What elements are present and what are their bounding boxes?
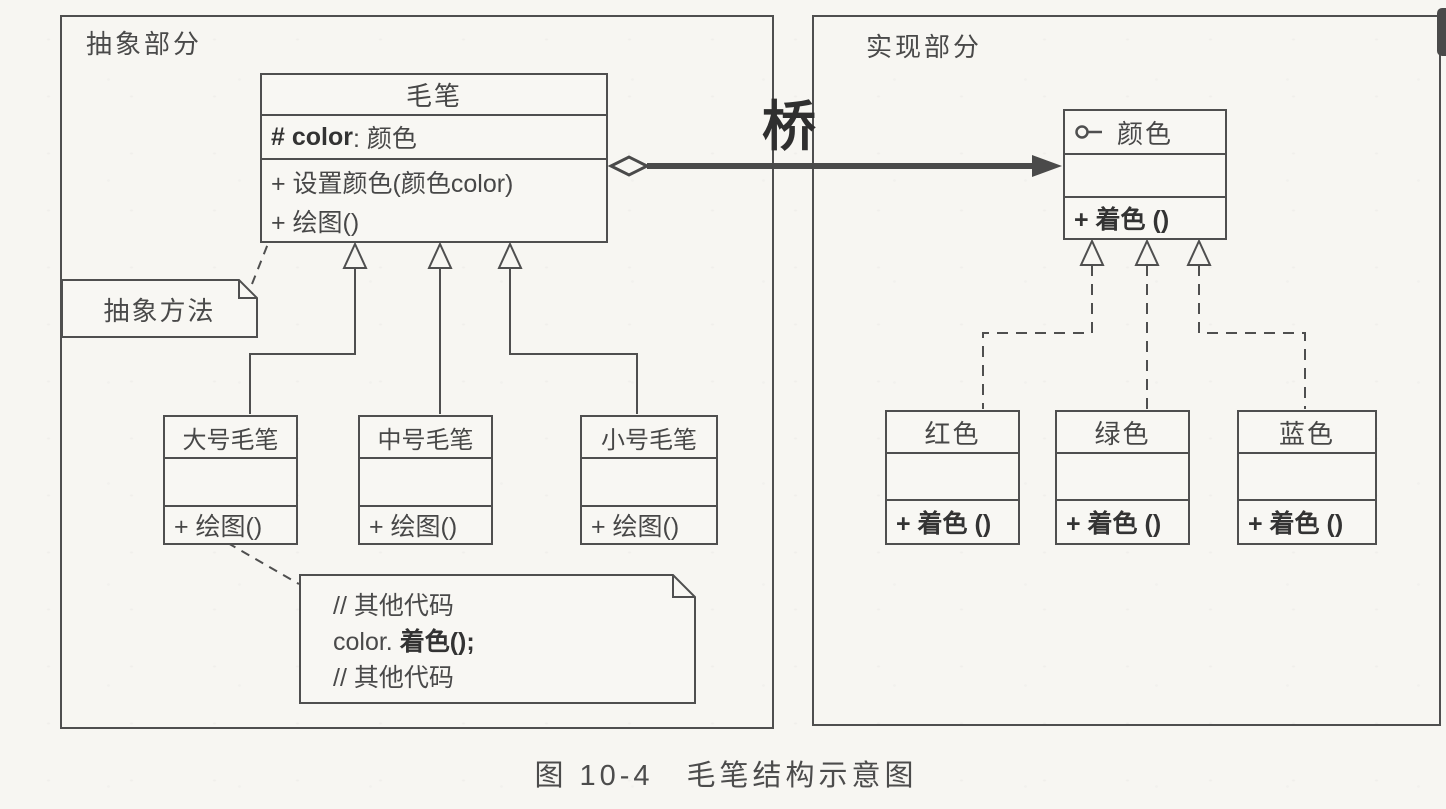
interface-lollipop-icon	[1075, 124, 1103, 140]
generalization-lines	[249, 268, 638, 414]
class-large-brush-attributes	[165, 457, 296, 505]
class-large-brush: 大号毛笔 + 绘图()	[163, 415, 298, 545]
class-medium-brush-title: 中号毛笔	[377, 426, 474, 454]
class-brush-attributes: # color : 颜色	[262, 114, 606, 158]
attribute-text: # color	[271, 122, 353, 151]
class-red: 红色 + 着色 ()	[885, 410, 1020, 545]
class-green-attributes	[1057, 452, 1188, 499]
class-brush: 毛笔 # color : 颜色 + 设置颜色(颜色color) + 绘图()	[260, 73, 608, 243]
aggregation-diamond-icon	[607, 155, 651, 177]
method-draw: + 绘图()	[271, 209, 360, 237]
method-set-color: + 设置颜色(颜色color)	[271, 170, 514, 198]
method-paint: + 着色 ()	[1074, 206, 1170, 234]
figure-caption: 图 10-4 毛笔结构示意图	[534, 760, 918, 792]
method-draw: + 绘图()	[369, 513, 458, 541]
class-small-brush: 小号毛笔 + 绘图()	[580, 415, 718, 545]
class-brush-methods: + 设置颜色(颜色color) + 绘图()	[262, 158, 606, 241]
class-red-title: 红色	[924, 418, 981, 449]
class-blue: 蓝色 + 着色 ()	[1237, 410, 1377, 545]
uml-note-abstract-method: 抽象方法	[103, 296, 216, 326]
code-line-3: // 其他代码	[333, 664, 454, 692]
note-fold-corner-icon	[238, 280, 257, 299]
class-color-interface: 颜色 + 着色 ()	[1063, 109, 1227, 240]
attribute-type: : 颜色	[352, 125, 417, 153]
method-draw: + 绘图()	[174, 513, 263, 541]
class-color-interface-title: 颜色	[1065, 111, 1225, 153]
class-brush-title: 毛笔	[405, 81, 462, 111]
page-edge-tab	[1437, 8, 1446, 56]
class-large-brush-title: 大号毛笔	[182, 426, 279, 454]
uml-note-shapes	[61, 279, 696, 704]
note-fold-corner-icon	[672, 575, 695, 598]
panel-abstract-part	[60, 15, 774, 729]
class-color-methods: + 着色 ()	[1065, 196, 1225, 238]
method-paint: + 着色 ()	[1248, 510, 1344, 538]
class-green-methods: + 着色 ()	[1057, 499, 1188, 543]
method-paint: + 着色 ()	[896, 510, 992, 538]
method-draw: + 绘图()	[591, 513, 680, 541]
code-line-1: // 其他代码	[333, 592, 454, 620]
class-green: 绿色 + 着色 ()	[1055, 410, 1190, 545]
realization-lines	[982, 265, 1306, 409]
panel-implementation-part	[812, 15, 1441, 726]
class-green-title: 绿色	[1094, 418, 1151, 449]
arrowhead-icon	[1032, 155, 1062, 177]
class-red-attributes	[887, 452, 1018, 499]
class-color-attributes	[1065, 153, 1225, 196]
class-red-methods: + 着色 ()	[887, 499, 1018, 543]
method-paint: + 着色 ()	[1066, 510, 1162, 538]
class-medium-brush: 中号毛笔 + 绘图()	[358, 415, 493, 545]
class-small-brush-methods: + 绘图()	[582, 505, 716, 543]
class-small-brush-title: 小号毛笔	[601, 426, 697, 454]
uml-note-code: // 其他代码 color. 着色(); // 其他代码	[333, 588, 475, 696]
bridge-label: 桥	[762, 97, 816, 157]
class-blue-attributes	[1239, 452, 1375, 499]
class-blue-title: 蓝色	[1278, 418, 1335, 449]
code-line-2: color. 着色();	[333, 624, 475, 660]
implementation-part-label: 实现部分	[866, 32, 983, 62]
class-blue-methods: + 着色 ()	[1239, 499, 1375, 543]
class-medium-brush-methods: + 绘图()	[360, 505, 491, 543]
abstract-part-label: 抽象部分	[86, 29, 203, 59]
generalization-arrow-icon	[342, 238, 1212, 269]
class-small-brush-attributes	[582, 457, 716, 505]
code-line-2-prefix: color.	[333, 628, 400, 656]
interface-name: 颜色	[1117, 118, 1174, 149]
bridge-arrow	[607, 155, 1062, 177]
code-line-2-call: 着色();	[399, 628, 475, 656]
class-medium-brush-attributes	[360, 457, 491, 505]
class-large-brush-methods: + 绘图()	[165, 505, 296, 543]
